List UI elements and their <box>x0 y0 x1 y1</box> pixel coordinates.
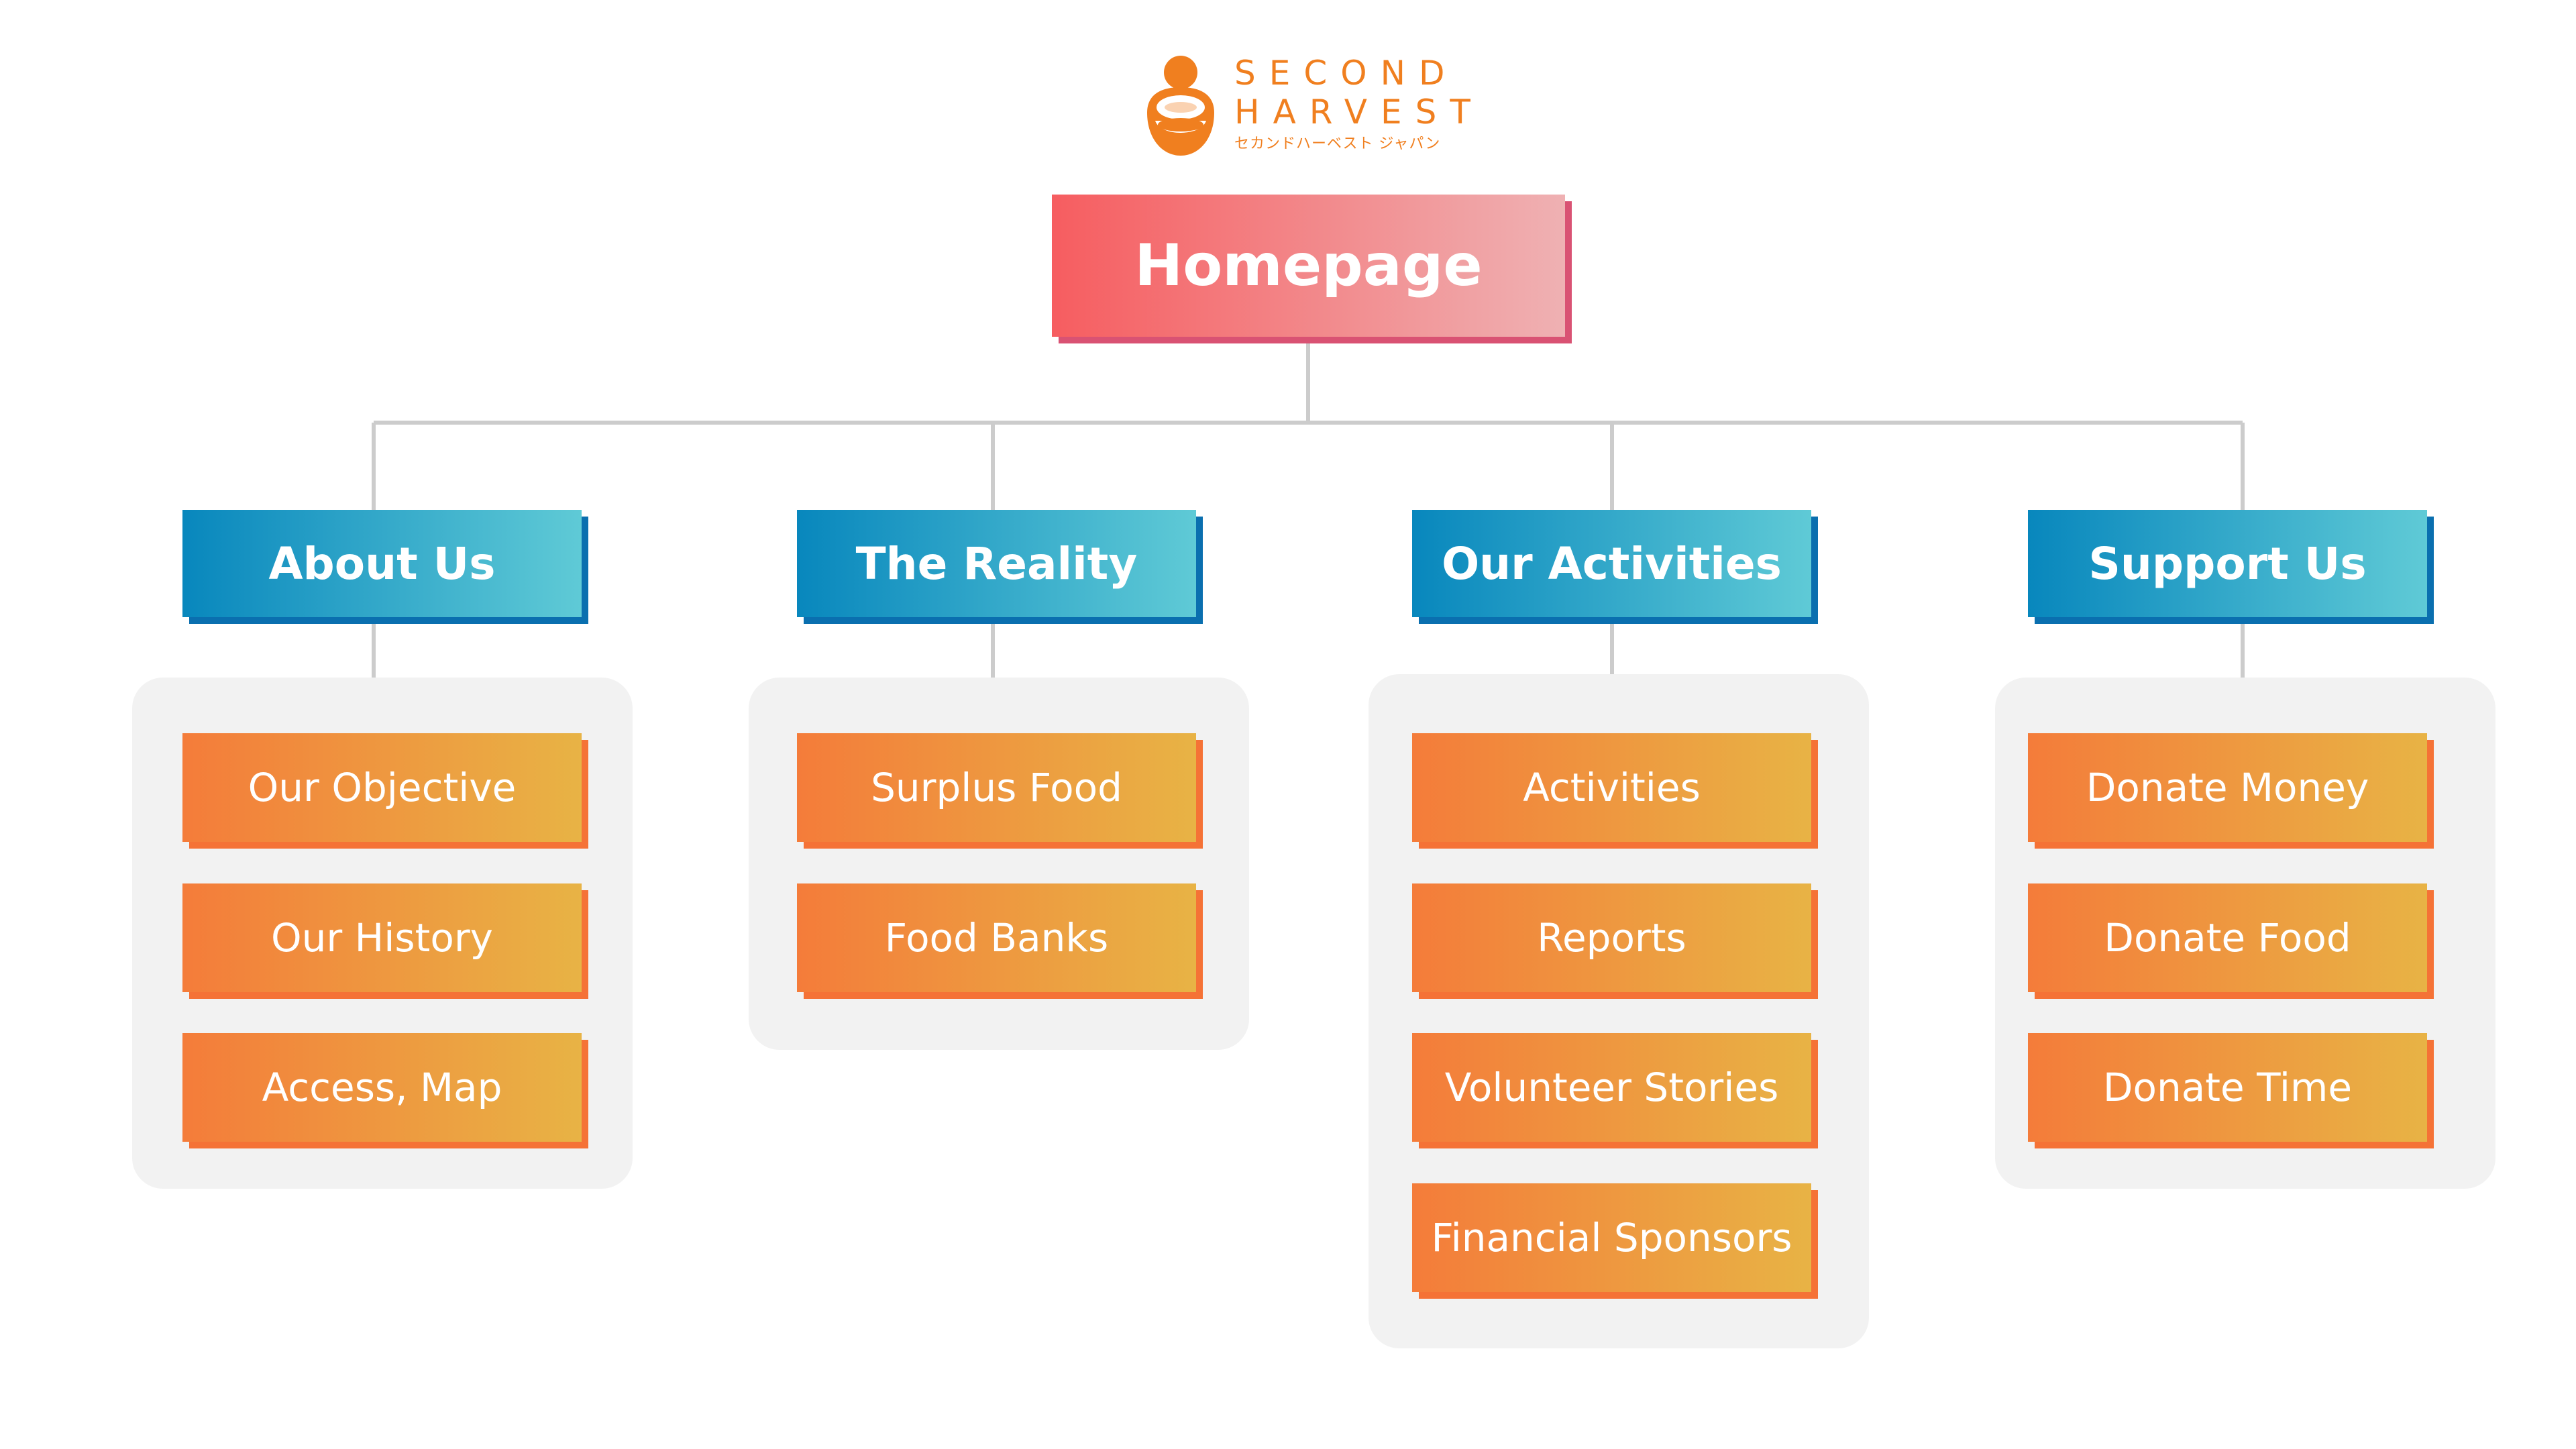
item-our-history: Our History <box>182 883 582 992</box>
second-harvest-logo: SECOND HARVEST セカンドハーベスト ジャパン <box>1140 55 1470 169</box>
category-label: Support Us <box>2088 537 2367 590</box>
item-label: Food Banks <box>884 915 1109 961</box>
item-reports: Reports <box>1412 883 1811 992</box>
category-label: The Reality <box>855 537 1138 590</box>
homepage-label: Homepage <box>1134 232 1483 299</box>
category-about-us: About Us <box>182 510 582 617</box>
logo-title-line2: HARVEST <box>1234 93 1484 131</box>
item-label: Financial Sponsors <box>1431 1215 1792 1260</box>
item-donate-money: Donate Money <box>2028 733 2427 842</box>
item-activities: Activities <box>1412 733 1811 842</box>
item-food-banks: Food Banks <box>797 883 1196 992</box>
item-volunteer-stories: Volunteer Stories <box>1412 1033 1811 1142</box>
item-donate-food: Donate Food <box>2028 883 2427 992</box>
item-our-objective: Our Objective <box>182 733 582 842</box>
item-label: Our History <box>270 915 494 961</box>
category-support-us: Support Us <box>2028 510 2427 617</box>
category-our-activities: Our Activities <box>1412 510 1811 617</box>
item-financial-sponsors: Financial Sponsors <box>1412 1183 1811 1292</box>
logo-subtitle: セカンドハーベスト ジャパン <box>1234 136 1441 152</box>
category-label: Our Activities <box>1442 537 1782 590</box>
homepage-node: Homepage <box>1052 195 1565 337</box>
item-label: Surplus Food <box>871 765 1122 810</box>
logo-title-line1: SECOND <box>1234 54 1458 93</box>
logo-text: SECOND HARVEST セカンドハーベスト ジャパン <box>1234 55 1484 152</box>
item-label: Volunteer Stories <box>1444 1065 1779 1110</box>
item-label: Donate Money <box>2086 765 2369 810</box>
item-label: Donate Food <box>2104 915 2351 961</box>
item-label: Reports <box>1537 915 1686 961</box>
item-label: Our Objective <box>248 765 517 810</box>
item-label: Activities <box>1523 765 1701 810</box>
category-label: About Us <box>268 537 496 590</box>
item-label: Donate Time <box>2102 1065 2353 1110</box>
item-surplus-food: Surplus Food <box>797 733 1196 842</box>
item-access-map: Access, Map <box>182 1033 582 1142</box>
second-harvest-logo-icon <box>1147 56 1214 156</box>
category-the-reality: The Reality <box>797 510 1196 617</box>
item-label: Access, Map <box>262 1065 502 1110</box>
item-donate-time: Donate Time <box>2028 1033 2427 1142</box>
